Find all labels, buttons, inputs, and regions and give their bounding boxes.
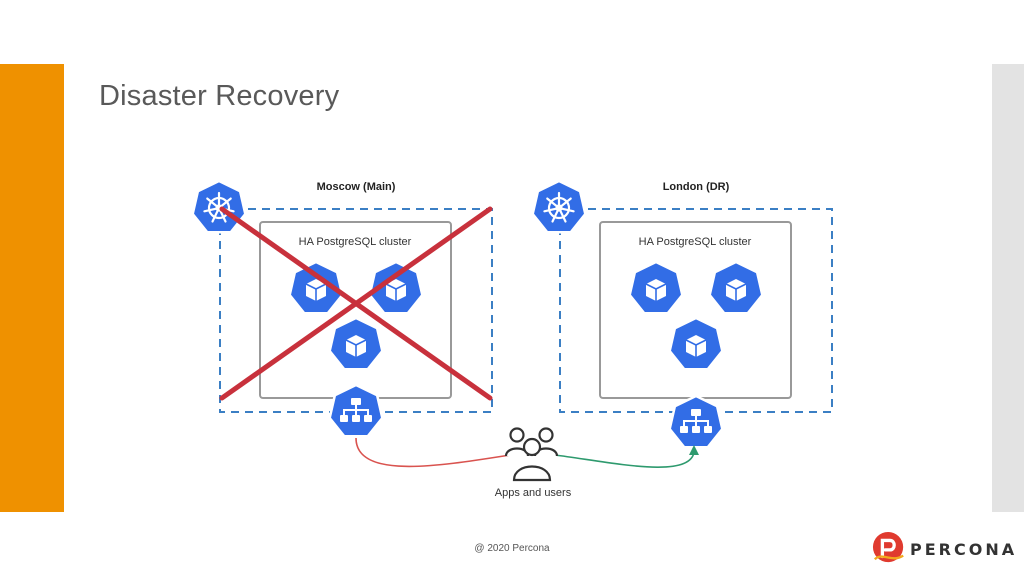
main-cluster-box xyxy=(259,221,452,399)
dr-site: London (DR) HA PostgreSQL cluster xyxy=(531,179,833,449)
pod-icon xyxy=(708,260,764,315)
users-group: Apps and users xyxy=(355,427,699,499)
load-balancer-icon xyxy=(328,383,384,438)
pod-icon xyxy=(668,316,724,371)
dr-cluster-label: HA PostgreSQL cluster xyxy=(639,236,752,248)
footer-copyright: @ 2020 Percona xyxy=(474,543,550,554)
main-site: Moscow (Main) HA PostgreSQL cluster xyxy=(191,179,493,438)
pod-icon xyxy=(628,260,684,315)
users-label: Apps and users xyxy=(495,487,572,499)
load-balancer-icon xyxy=(668,394,724,449)
pod-icon xyxy=(328,316,384,371)
percona-logo-icon xyxy=(872,531,904,563)
main-site-label: Moscow (Main) xyxy=(317,181,396,193)
accent-bar-right xyxy=(992,64,1024,512)
main-cluster-label: HA PostgreSQL cluster xyxy=(299,236,412,248)
slide-title: Disaster Recovery xyxy=(99,80,340,112)
failure-cross xyxy=(219,206,493,401)
kubernetes-icon xyxy=(531,179,587,234)
dr-site-label: London (DR) xyxy=(663,181,730,193)
accent-bar-left xyxy=(0,64,64,512)
dr-cluster-box xyxy=(599,221,792,399)
brand-wordmark: PERCONA xyxy=(910,540,1018,559)
failover-route-curve xyxy=(554,451,695,468)
arrowhead-icon xyxy=(689,445,699,455)
users-icon xyxy=(504,427,559,482)
failed-route-curve xyxy=(355,437,511,468)
kubernetes-icon xyxy=(191,179,247,234)
